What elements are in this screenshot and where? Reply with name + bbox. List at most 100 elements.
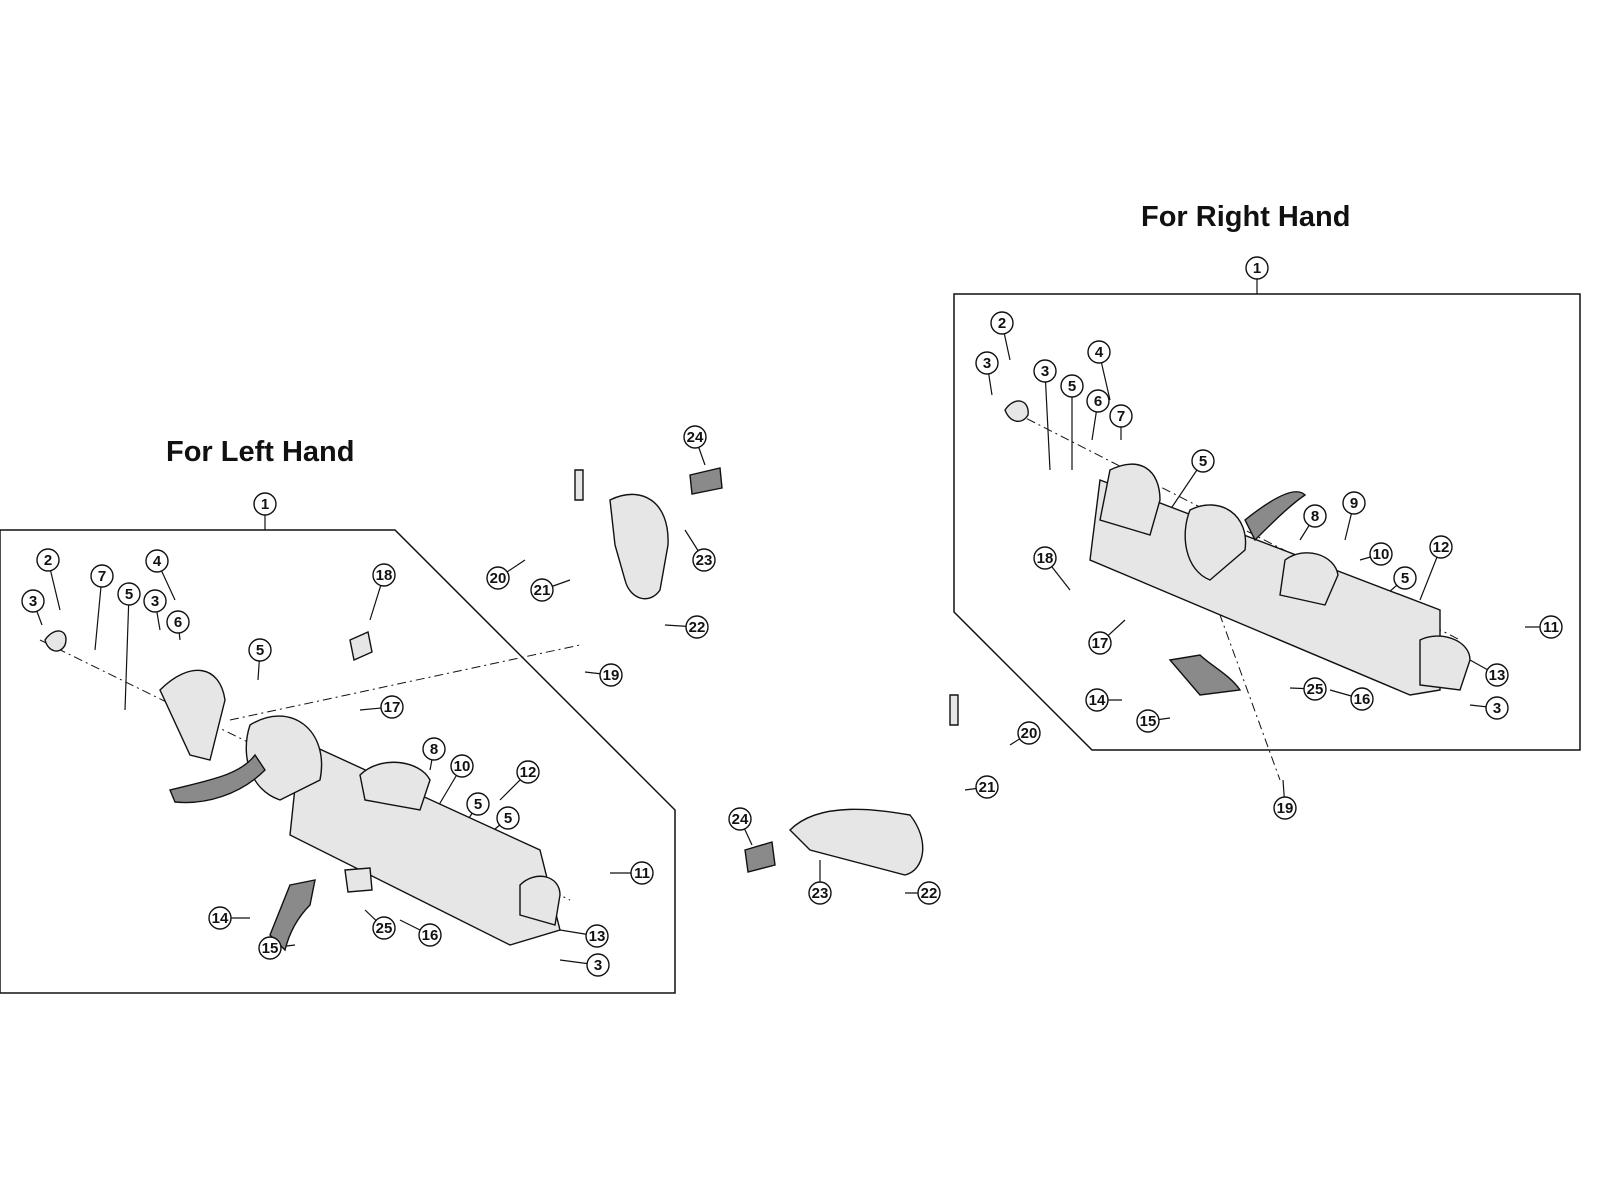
callout-right-7: 7 bbox=[1109, 404, 1133, 428]
callout-number: 15 bbox=[1140, 713, 1157, 730]
callout-left-25: 25 bbox=[372, 916, 396, 940]
callout-left-3: 3 bbox=[586, 953, 610, 977]
callout-left-17: 17 bbox=[380, 695, 404, 719]
callout-circle bbox=[143, 589, 167, 613]
right-hand-frame bbox=[953, 293, 1581, 751]
left-main-axis bbox=[39, 639, 571, 901]
callout-number: 24 bbox=[687, 429, 704, 446]
callout-circle bbox=[1085, 688, 1109, 712]
callout-circle bbox=[530, 578, 554, 602]
callout-bracket-top-20: 20 bbox=[486, 566, 510, 590]
callout-number: 7 bbox=[1117, 408, 1125, 425]
callout-left-12: 12 bbox=[516, 760, 540, 784]
callout-right-15: 15 bbox=[1136, 709, 1160, 733]
callout-circle bbox=[586, 953, 610, 977]
callout-left-13: 13 bbox=[585, 924, 609, 948]
callout-left-8: 8 bbox=[422, 737, 446, 761]
callout-left-5: 5 bbox=[466, 792, 490, 816]
callout-number: 4 bbox=[153, 553, 162, 570]
callout-circle bbox=[917, 881, 941, 905]
callout-number: 13 bbox=[589, 928, 606, 945]
callout-circle bbox=[450, 754, 474, 778]
callout-circle bbox=[990, 311, 1014, 335]
left-cable-axis bbox=[229, 644, 581, 721]
callout-left-18: 18 bbox=[372, 563, 396, 587]
callout-number: 4 bbox=[1095, 344, 1104, 361]
callout-number: 21 bbox=[534, 582, 551, 599]
callout-circle bbox=[372, 916, 396, 940]
callout-circle bbox=[1342, 491, 1366, 515]
callout-bracket-top-23: 23 bbox=[692, 548, 716, 572]
callout-circle bbox=[808, 881, 832, 905]
callout-right-19: 19 bbox=[1273, 796, 1297, 820]
callout-circle bbox=[1303, 504, 1327, 528]
callout-circle bbox=[1086, 389, 1110, 413]
left-sub-lever bbox=[269, 879, 316, 952]
callout-right-11: 11 bbox=[1539, 615, 1563, 639]
callout-circle bbox=[372, 563, 396, 587]
callout-circle bbox=[1191, 449, 1215, 473]
callout-number: 8 bbox=[430, 741, 438, 758]
callout-right-3: 3 bbox=[1033, 359, 1057, 383]
callout-number: 3 bbox=[29, 593, 37, 610]
callout-number: 11 bbox=[634, 865, 650, 882]
callout-number: 14 bbox=[1089, 692, 1106, 709]
callout-number: 15 bbox=[262, 940, 279, 957]
callout-number: 22 bbox=[921, 885, 938, 902]
callout-number: 3 bbox=[594, 957, 602, 974]
callout-right-3: 3 bbox=[1485, 696, 1509, 720]
callout-number: 5 bbox=[504, 810, 512, 827]
top-clamp-band bbox=[609, 493, 669, 600]
callout-left-7-leader bbox=[94, 575, 103, 651]
callout-circle bbox=[975, 775, 999, 799]
callout-number: 1 bbox=[1253, 260, 1261, 277]
callout-circle bbox=[466, 792, 490, 816]
callout-number: 19 bbox=[603, 667, 620, 684]
callout-left-7: 7 bbox=[90, 564, 114, 588]
callout-bracket-top-22: 22 bbox=[685, 615, 709, 639]
callout-right-3-leader bbox=[1044, 370, 1051, 471]
callout-circle bbox=[380, 695, 404, 719]
callout-circle bbox=[145, 549, 169, 573]
assembly-frames bbox=[0, 293, 1581, 994]
callout-circle bbox=[258, 936, 282, 960]
callout-circle bbox=[1485, 663, 1509, 687]
callout-left-2: 2 bbox=[36, 548, 60, 572]
callout-number: 5 bbox=[125, 586, 133, 603]
left-clamp-housing bbox=[245, 715, 323, 801]
callout-number: 14 bbox=[212, 910, 229, 927]
callout-number: 10 bbox=[454, 758, 471, 775]
left-indicator-window bbox=[519, 875, 561, 926]
callout-circle bbox=[728, 807, 752, 831]
callout-number: 13 bbox=[1489, 667, 1506, 684]
right-shift-lever bbox=[1244, 491, 1307, 542]
callout-number: 25 bbox=[376, 920, 393, 937]
callout-number: 24 bbox=[732, 811, 749, 828]
bottom-adjust-bolt bbox=[744, 841, 776, 873]
callout-bracket-bottom-23: 23 bbox=[808, 881, 832, 905]
callout-number: 22 bbox=[689, 619, 706, 636]
callout-left-3: 3 bbox=[143, 589, 167, 613]
callout-left-5: 5 bbox=[248, 638, 272, 662]
right-indicator-window bbox=[1419, 635, 1471, 691]
callout-number: 5 bbox=[1401, 570, 1409, 587]
callout-circle bbox=[1017, 721, 1041, 745]
callout-number: 5 bbox=[1068, 378, 1076, 395]
callout-number: 19 bbox=[1277, 800, 1294, 817]
callout-right-5: 5 bbox=[1191, 449, 1215, 473]
callout-right-16: 16 bbox=[1350, 687, 1374, 711]
top-pivot-pin bbox=[574, 469, 584, 501]
callout-circle bbox=[21, 589, 45, 613]
callout-left-6: 6 bbox=[166, 610, 190, 634]
callout-right-4: 4 bbox=[1087, 340, 1111, 364]
callout-circle bbox=[692, 548, 716, 572]
callout-number: 3 bbox=[1041, 363, 1049, 380]
callout-circle bbox=[1273, 796, 1297, 820]
callout-circle bbox=[683, 425, 707, 449]
callout-left-10: 10 bbox=[450, 754, 474, 778]
left-spacer-block bbox=[344, 867, 373, 893]
callout-circle bbox=[36, 548, 60, 572]
callout-circle bbox=[516, 760, 540, 784]
